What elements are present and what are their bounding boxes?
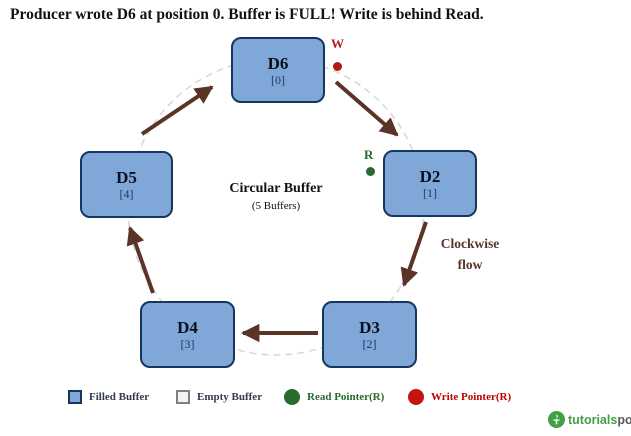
tutorialspoint-logo-icon bbox=[548, 411, 565, 428]
legend: Filled Buffer Empty Buffer Read Pointer(… bbox=[0, 386, 631, 408]
arrow-d6-to-d2 bbox=[334, 80, 399, 137]
buffer-box-d6: D6 [0] bbox=[231, 37, 325, 103]
read-pointer-dot bbox=[366, 167, 375, 176]
buffer-box-d4: D4 [3] bbox=[140, 301, 235, 368]
legend-filled-label: Filled Buffer bbox=[89, 391, 150, 403]
status-title: Producer wrote D6 at position 0. Buffer … bbox=[10, 6, 484, 23]
buffer-label: D4 bbox=[177, 318, 198, 337]
write-pointer-dot bbox=[333, 62, 342, 71]
legend-read-label: Read Pointer(R) bbox=[307, 391, 385, 403]
buffer-box-d2: D2 [1] bbox=[383, 150, 477, 217]
legend-write-label: Write Pointer(R) bbox=[431, 391, 512, 403]
buffer-label: D3 bbox=[359, 318, 380, 337]
flow-line1: Clockwise bbox=[440, 236, 500, 251]
buffer-index: [2] bbox=[362, 337, 377, 351]
buffer-index: [3] bbox=[180, 337, 195, 351]
buffer-label: D6 bbox=[267, 53, 289, 73]
write-pointer-swatch bbox=[408, 389, 424, 405]
center-title: Circular Buffer bbox=[229, 181, 323, 196]
empty-buffer-swatch bbox=[176, 390, 190, 404]
arrow-d2-to-d3 bbox=[400, 221, 428, 287]
buffer-label: D5 bbox=[116, 168, 137, 187]
buffer-box-d5: D5 [4] bbox=[80, 151, 173, 218]
read-pointer-label: R bbox=[364, 147, 374, 162]
arrow-d4-to-d5 bbox=[126, 226, 155, 294]
center-subtitle: (5 Buffers) bbox=[251, 200, 301, 212]
write-pointer-label: W bbox=[331, 36, 344, 51]
buffer-box-d3: D3 [2] bbox=[322, 301, 417, 368]
logo-text-green: tutorials bbox=[568, 412, 618, 427]
center-label: Circular Buffer (5 Buffers) bbox=[196, 181, 356, 212]
legend-empty-label: Empty Buffer bbox=[197, 391, 263, 403]
flow-line2: flow bbox=[457, 256, 483, 272]
buffer-index: [0] bbox=[271, 72, 285, 87]
buffer-label: D2 bbox=[419, 167, 441, 186]
buffer-index: [4] bbox=[119, 187, 134, 201]
filled-buffer-swatch bbox=[68, 390, 82, 404]
read-pointer-swatch bbox=[284, 389, 300, 405]
clockwise-flow-label: Clockwise flow bbox=[428, 234, 512, 276]
logo-text-dark: point bbox=[617, 412, 631, 427]
tutorialspoint-logo: tutorialspoint bbox=[548, 411, 631, 428]
buffer-index: [1] bbox=[423, 186, 437, 200]
arrow-d5-to-d6 bbox=[140, 85, 214, 136]
